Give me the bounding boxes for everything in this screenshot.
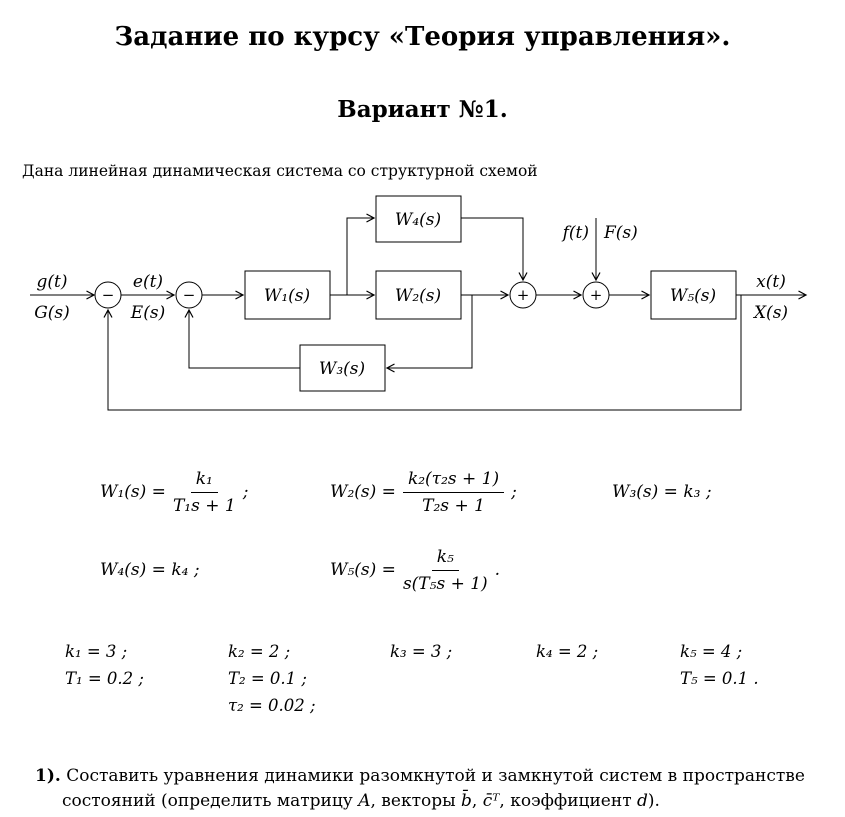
formula-w2-tail: ;	[511, 482, 517, 502]
output-label-top: x(t)	[756, 272, 786, 292]
w4-output-line	[461, 217, 528, 282]
input-label-top: g(t)	[37, 272, 68, 292]
error-label-top: e(t)	[133, 272, 163, 292]
task-text-2: , векторы	[370, 790, 462, 811]
disturbance-label-left: f(t)	[561, 223, 589, 243]
formula-w4-text: W₄(s) = k₄ ;	[100, 560, 200, 580]
branch-to-w4	[346, 213, 376, 295]
formula-w1: W₁(s) = k₁ T₁s + 1 ;	[100, 466, 248, 518]
w3-input-line	[385, 295, 473, 373]
task-number: 1).	[35, 766, 61, 786]
formula-w1-fraction: k₁ T₁s + 1	[173, 469, 236, 516]
input-label-bottom: G(s)	[34, 303, 70, 323]
formula-w3-text: W₃(s) = k₃ ;	[612, 482, 712, 502]
task-vector-cT: c̄ᵀ	[482, 790, 500, 811]
task-text-5: ).	[647, 790, 660, 811]
formula-w2-lhs: W₂(s) =	[330, 482, 396, 502]
diagram-math-labels: g(t) G(s) e(t) E(s) W₁(s) W₂(s) W₄(s) W₅…	[34, 210, 788, 379]
variant-title: Вариант №1.	[337, 96, 508, 123]
parameter-T2: T₂ = 0.1 ;	[228, 669, 307, 688]
task-text-4: , коэффициент	[499, 790, 637, 811]
formula-w3: W₃(s) = k₃ ;	[612, 466, 712, 518]
disturbance-label-right: F(s)	[603, 223, 638, 243]
task-vector-b: b̄	[461, 790, 472, 811]
parameter-T5: T₅ = 0.1 .	[680, 669, 759, 688]
formula-w4: W₄(s) = k₄ ;	[100, 544, 200, 596]
formula-w1-denominator: T₁s + 1	[172, 495, 236, 516]
task-matrix-A: A	[358, 790, 371, 811]
task-item-1: 1). Составить уравнения динамики разомкн…	[35, 764, 807, 813]
task-coefficient-d: d	[637, 790, 648, 811]
formula-w1-tail: ;	[242, 482, 249, 502]
diagram-sum-signs: − − + +	[102, 286, 603, 304]
formula-w2-denominator: T₂s + 1	[422, 495, 485, 516]
intro-text: Дана линейная динамическая система со ст…	[22, 162, 538, 180]
outer-feedback-line	[103, 295, 742, 411]
formula-w5-tail: .	[494, 560, 501, 580]
formula-w5: W₅(s) = k₅ s(T₅s + 1) .	[330, 544, 500, 596]
minus-sign-2: −	[183, 286, 196, 304]
parameter-k4: k₄ = 2 ;	[536, 642, 599, 661]
formula-w5-fraction: k₅ s(T₅s + 1)	[403, 547, 488, 594]
w3-feedback-line	[184, 308, 300, 369]
formula-w1-lhs: W₁(s) =	[100, 482, 166, 502]
block-w4-label: W₄(s)	[395, 210, 441, 230]
formula-w5-lhs: W₅(s) =	[330, 560, 396, 580]
minus-sign-1: −	[102, 286, 115, 304]
plus-sign-2: +	[590, 286, 603, 304]
page-title: Задание по курсу «Теория управления».	[114, 22, 731, 52]
formula-w5-denominator: s(T₅s + 1)	[402, 573, 488, 594]
parameter-column-5: k₅ = 4 ; T₅ = 0.1 .	[680, 638, 759, 692]
block-w4	[375, 195, 462, 243]
formula-w2-numerator: k₂(τ₂s + 1)	[402, 469, 505, 493]
plus-sign-1: +	[517, 286, 530, 304]
formula-w1-numerator: k₁	[190, 469, 218, 493]
output-label-bottom: X(s)	[752, 303, 788, 323]
block-w5-label: W₅(s)	[670, 286, 716, 306]
block-w2-label: W₂(s)	[395, 286, 441, 306]
parameter-k3: k₃ = 3 ;	[390, 642, 453, 661]
task-text-3: ,	[471, 790, 483, 811]
parameter-column-4: k₄ = 2 ;	[536, 638, 598, 665]
block-w1-label: W₁(s)	[264, 286, 310, 306]
parameter-k2: k₂ = 2 ;	[228, 642, 291, 661]
formula-w2-fraction: k₂(τ₂s + 1) T₂s + 1	[402, 469, 505, 516]
task-text-1: Составить уравнения динамики разомкнутой…	[62, 766, 805, 811]
formula-w5-numerator: k₅	[431, 547, 459, 571]
parameter-k5: k₅ = 4 ;	[680, 642, 743, 661]
formula-w2: W₂(s) = k₂(τ₂s + 1) T₂s + 1 ;	[330, 466, 517, 518]
block-w3-label: W₃(s)	[319, 359, 365, 379]
error-label-bottom: E(s)	[130, 303, 165, 323]
parameter-k1: k₁ = 3 ;	[65, 642, 128, 661]
parameter-T1: T₁ = 0.2 ;	[65, 669, 144, 688]
parameter-column-3: k₃ = 3 ;	[390, 638, 452, 665]
block-diagram: g(t) G(s) e(t) E(s) W₁(s) W₂(s) W₄(s) W₅…	[30, 195, 808, 411]
parameter-column-1: k₁ = 3 ; T₁ = 0.2 ;	[65, 638, 144, 692]
parameter-column-2: k₂ = 2 ; T₂ = 0.1 ; τ₂ = 0.02 ;	[228, 638, 316, 719]
parameter-tau2: τ₂ = 0.02 ;	[228, 696, 316, 715]
